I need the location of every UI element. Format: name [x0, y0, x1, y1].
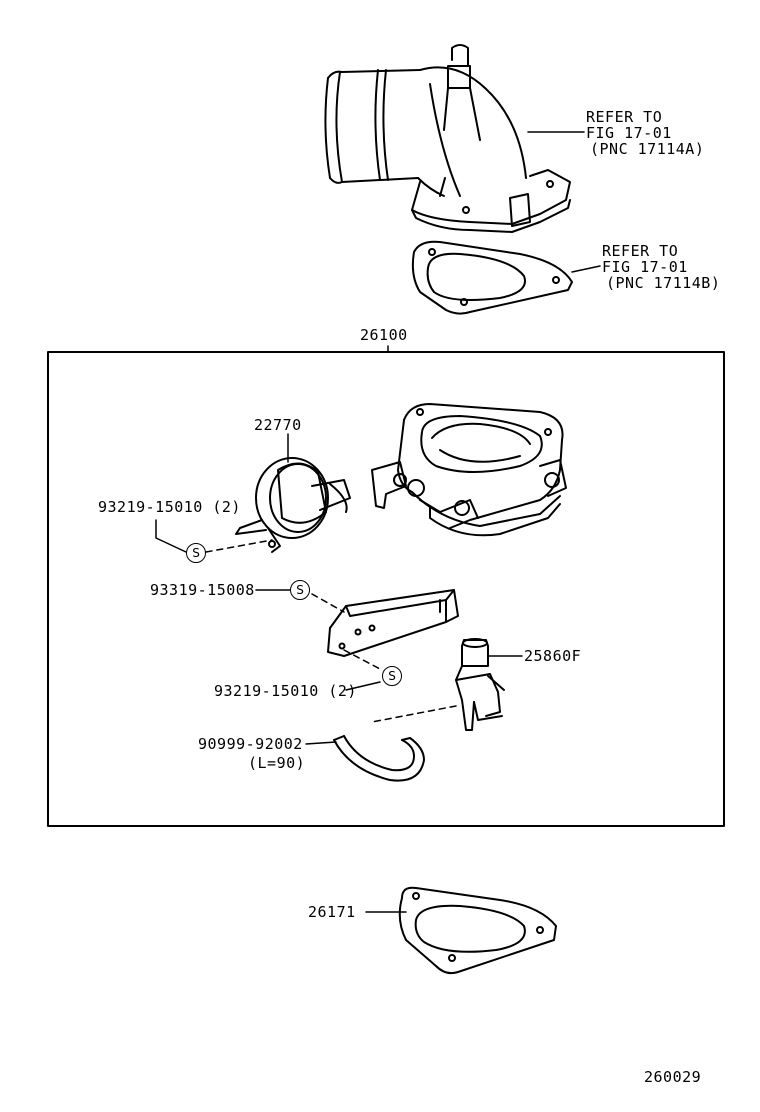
refer-a-line2: FIG 17-01: [586, 124, 672, 142]
label-90999-length: (L=90): [248, 754, 306, 772]
label-93219-top: 93219-15010 (2): [98, 498, 241, 516]
water-inlet-housing: [324, 44, 571, 233]
leader-93219-bottom: [345, 681, 381, 691]
s-symbol-middle: S: [290, 580, 310, 600]
dash-93219-top: [205, 539, 273, 553]
refer-b-line1: REFER TO: [602, 242, 679, 260]
label-25860F: 25860F: [524, 647, 582, 665]
diaphragm-actuator: [235, 457, 351, 553]
leader-refer-b: [571, 265, 601, 273]
leader-93219-top: [155, 519, 187, 553]
dash-93319: [311, 593, 345, 613]
label-93319: 93319-15008: [150, 581, 255, 599]
refer-a-line1: REFER TO: [586, 108, 663, 126]
dash-vsv-hose: [371, 705, 457, 723]
refer-b-line2: FIG 17-01: [602, 258, 688, 276]
throttle-body: [371, 403, 567, 537]
s-symbol-bottom: S: [382, 666, 402, 686]
label-93219-bottom: 93219-15010 (2): [214, 682, 357, 700]
bracket: [327, 589, 459, 657]
vacuum-hose: [333, 735, 425, 782]
refer-b-line3: (PNC 17114B): [606, 274, 721, 292]
lower-gasket: [398, 886, 557, 975]
s-symbol-top: S: [186, 543, 206, 563]
vsv-valve: [455, 638, 505, 731]
assembly-box: [47, 351, 725, 827]
label-90999: 90999-92002: [198, 735, 303, 753]
dash-93219-bottom: [343, 649, 383, 671]
refer-a-line3: (PNC 17114A): [590, 140, 705, 158]
label-22770: 22770: [254, 416, 302, 434]
label-26100: 26100: [360, 326, 408, 344]
leader-90999: [305, 741, 337, 745]
figure-number: 260029: [644, 1068, 702, 1086]
upper-gasket: [411, 240, 573, 315]
label-26171: 26171: [308, 903, 356, 921]
